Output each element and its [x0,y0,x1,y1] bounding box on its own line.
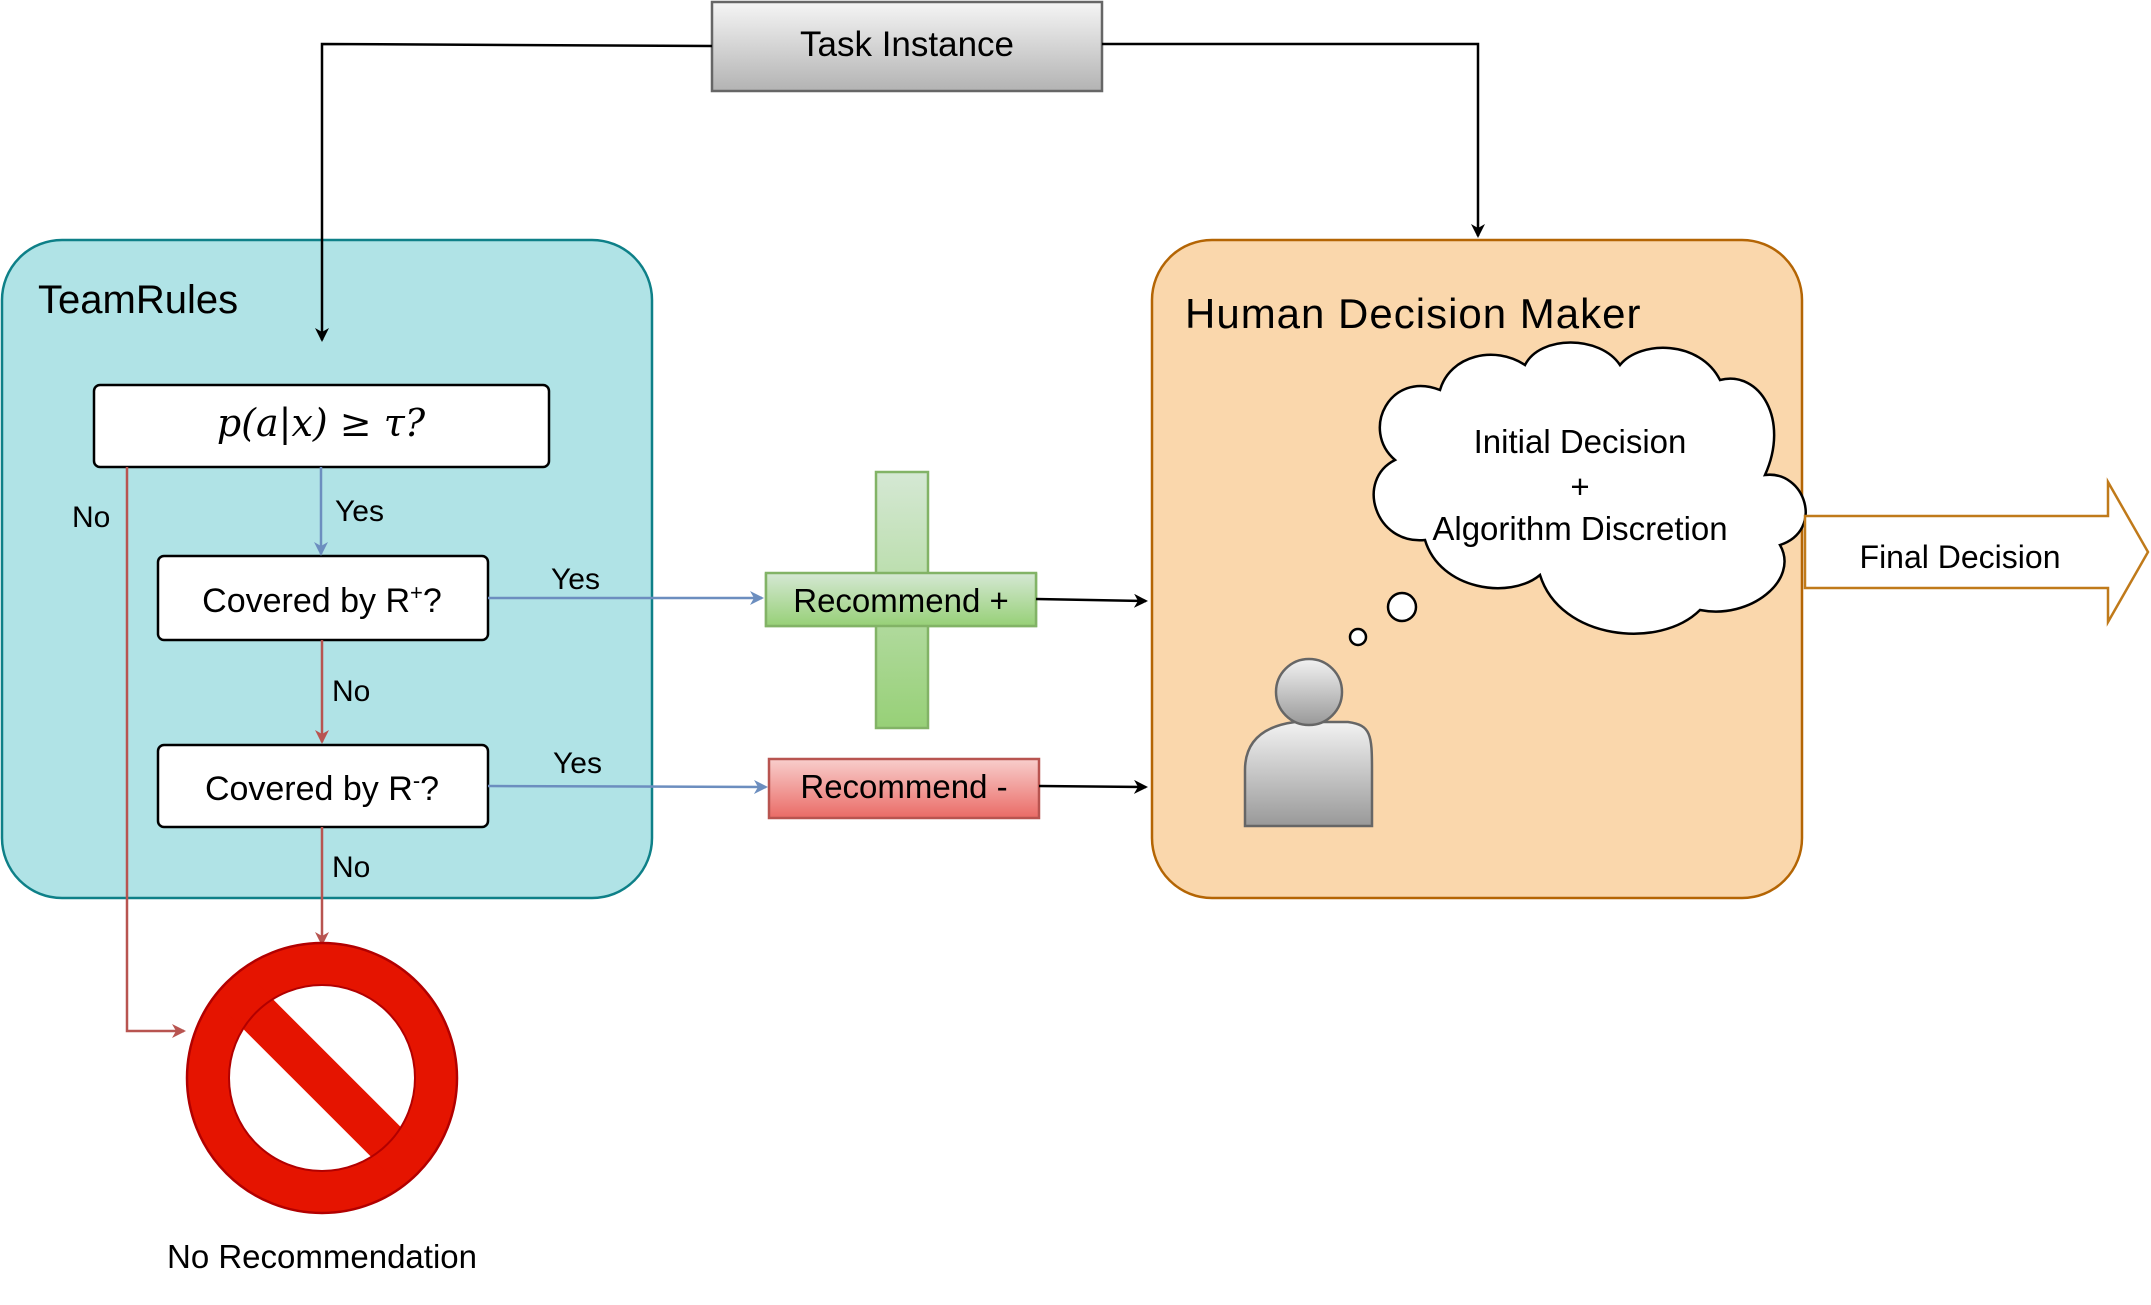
final-decision-label: Final Decision [1860,539,2061,575]
covered-neg-question: Covered by R-? [205,768,439,808]
edge-label-neg-yes: Yes [553,747,602,780]
person-icon [1243,657,1374,828]
human-decision-maker-title: Human Decision Maker [1185,290,1642,337]
threshold-question: p(a|x) ≥ τ? [217,401,426,445]
block-arrow-icon [1803,477,2150,627]
edge-threshold-no [125,467,186,1038]
edge-label-neg-no: No [332,851,370,884]
task-instance-label: Task Instance [800,25,1014,64]
thought-line-1: Initial Decision [1474,423,1687,460]
teamrules-title: TeamRules [38,278,238,322]
edge-label-pos-no: No [332,675,370,708]
thought-line-3: Algorithm Discretion [1432,510,1727,547]
recommend-neg-label: Recommend - [800,768,1007,805]
thought-cloud-icon [1348,341,1807,647]
no-recommendation-label: No Recommendation [167,1238,477,1275]
no-entry-icon [185,941,459,1215]
edge-label-threshold-no: No [72,501,110,534]
recommend-pos-label: Recommend + [793,582,1009,619]
edge-recommend-pos-to-human [1035,593,1148,608]
task-instance-box [710,0,1104,93]
edge-recommend-neg-to-human [1038,779,1148,794]
thought-line-2: + [1570,468,1589,505]
recommend-neg-box [767,757,1041,820]
edge-neg-yes [487,779,768,794]
edge-task-to-human [1102,42,1485,238]
edge-label-threshold-yes: Yes [335,495,384,528]
covered-pos-question: Covered by R+? [202,580,442,620]
edge-task-to-teamrules [315,42,713,342]
edge-label-pos-yes: Yes [551,563,600,596]
